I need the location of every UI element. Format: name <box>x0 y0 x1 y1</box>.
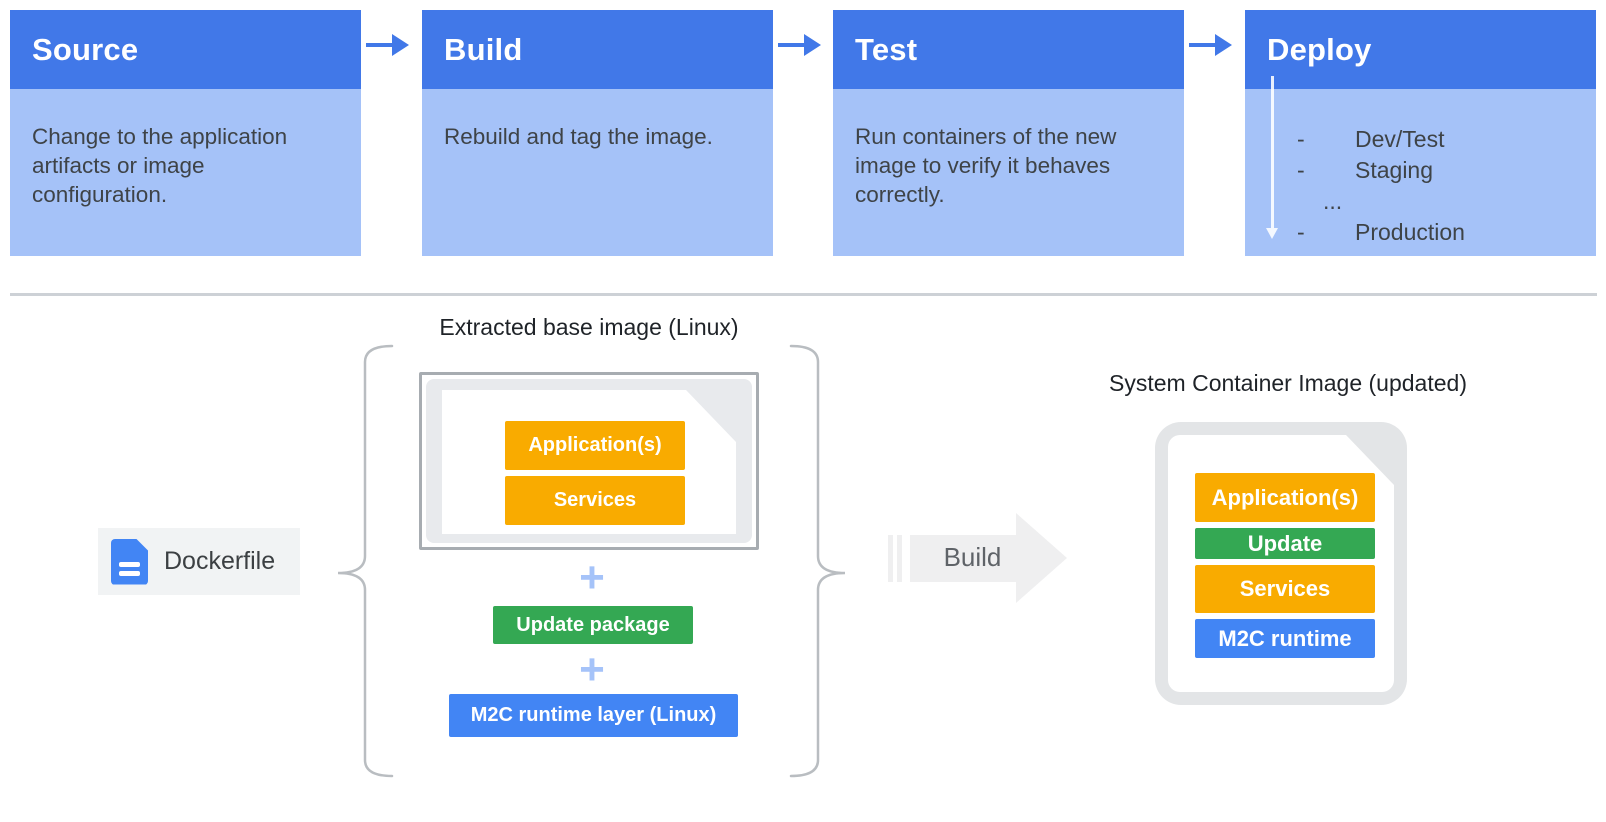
list-bullet: - <box>1297 219 1305 245</box>
flow-arrow-icon <box>778 34 822 56</box>
arrow-line <box>778 43 805 47</box>
deploy-env-item: - Production <box>1245 217 1586 248</box>
deploy-env-label: Dev/Test <box>1355 126 1445 152</box>
deploy-env-item: - Dev/Test <box>1245 124 1586 155</box>
build-arrow-icon <box>888 513 1067 603</box>
update-package-bar: Update package <box>493 606 693 644</box>
stage-description-test: Run containers of the new image to verif… <box>833 89 1184 256</box>
build-arrow-label: Build <box>943 542 1002 572</box>
layer-bar-applications: Application(s) <box>505 421 685 470</box>
deploy-down-arrow-icon <box>1266 76 1278 239</box>
plus-icon: + <box>579 553 605 602</box>
list-bullet: - <box>1297 157 1305 183</box>
extracted-base-image-title: Extracted base image (Linux) <box>439 314 739 340</box>
deploy-env-item: ... <box>1245 186 1586 217</box>
base-image-selection: Application(s) Services <box>419 372 759 550</box>
stage-header-source: Source <box>10 10 361 89</box>
deploy-env-label: ... <box>1323 188 1343 214</box>
layer-bar-services: Services <box>1195 565 1375 613</box>
layer-bar-services: Services <box>505 476 685 525</box>
system-container-image-title: System Container Image (updated) <box>1109 370 1467 396</box>
flow-arrow-icon <box>1189 34 1233 56</box>
stage-card-build: Build Rebuild and tag the image. <box>422 10 773 256</box>
layer-bar-m2c-runtime: M2C runtime <box>1195 619 1375 658</box>
arrow-head <box>1215 34 1232 56</box>
deploy-env-label: Production <box>1355 219 1465 245</box>
stage-title-deploy: Deploy <box>1267 31 1372 67</box>
stage-description-build: Rebuild and tag the image. <box>422 89 773 256</box>
stage-title-source: Source <box>32 31 139 67</box>
stage-title-test: Test <box>855 31 918 67</box>
deploy-env-item: - Staging <box>1245 155 1586 186</box>
deploy-env-list: - Dev/Test - Staging ... - Production <box>1245 89 1596 256</box>
document-icon <box>111 539 148 585</box>
stage-title-build: Build <box>444 31 523 67</box>
arrow-head <box>804 34 821 56</box>
layer-bar-applications: Application(s) <box>1195 473 1375 522</box>
arrow-head <box>392 34 409 56</box>
dockerfile-label: Dockerfile <box>164 547 276 575</box>
section-divider <box>10 293 1597 296</box>
stage-card-deploy: Deploy - Dev/Test - Staging ... - Produc… <box>1245 10 1596 256</box>
stage-header-test: Test <box>833 10 1184 89</box>
stage-description-source: Change to the application artifacts or i… <box>10 89 361 256</box>
layer-bar-update: Update <box>1195 528 1375 559</box>
stage-header-deploy: Deploy <box>1245 10 1596 89</box>
list-bullet: - <box>1297 126 1305 152</box>
stage-header-build: Build <box>422 10 773 89</box>
stage-card-test: Test Run containers of the new image to … <box>833 10 1184 256</box>
deploy-env-label: Staging <box>1355 157 1434 183</box>
result-document: Application(s) Update Services M2C runti… <box>1155 422 1407 705</box>
arrow-line <box>1189 43 1216 47</box>
plus-icon: + <box>579 645 605 694</box>
brace-right-icon <box>789 344 846 778</box>
stage-card-source: Source Change to the application artifac… <box>10 10 361 256</box>
dockerfile-chip: Dockerfile <box>98 528 300 595</box>
brace-left-icon <box>337 344 394 778</box>
flow-arrow-icon <box>366 34 410 56</box>
runtime-layer-bar: M2C runtime layer (Linux) <box>449 694 738 737</box>
arrow-line <box>366 43 393 47</box>
